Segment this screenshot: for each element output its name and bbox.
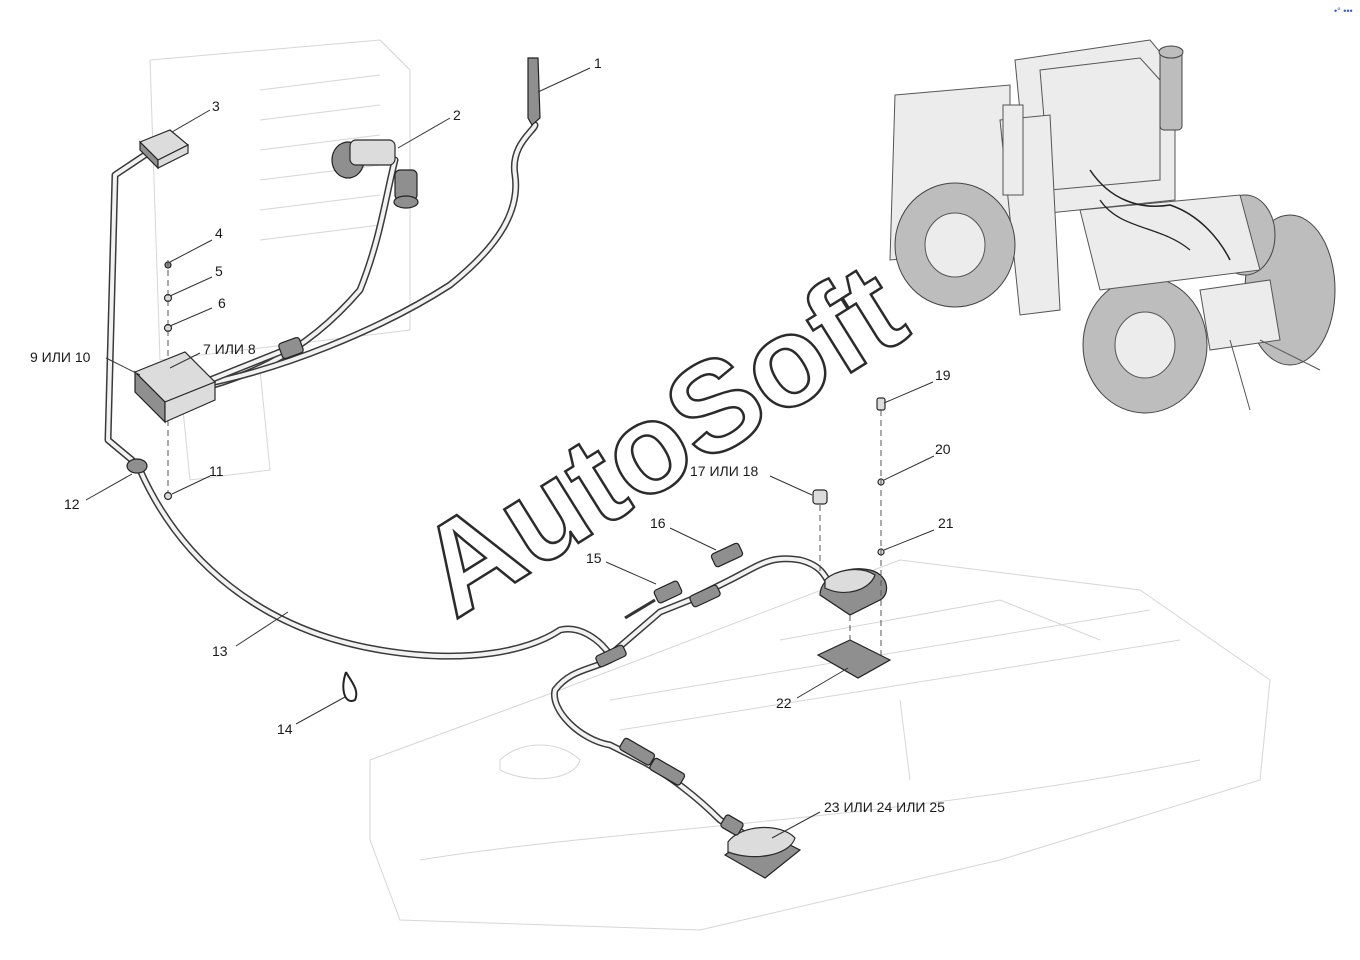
corner-mark: •° ••• bbox=[1334, 6, 1353, 16]
callout-6: 6 bbox=[218, 295, 226, 311]
callout-13: 13 bbox=[212, 643, 228, 659]
part-clamp-14 bbox=[342, 671, 358, 702]
part-control-unit-9-10 bbox=[133, 351, 217, 424]
part-connector-2 bbox=[331, 139, 419, 209]
part-sensor-upper bbox=[819, 505, 888, 616]
callout-17-18: 17 ИЛИ 18 bbox=[690, 463, 758, 479]
callout-3: 3 bbox=[212, 98, 220, 114]
callout-21: 21 bbox=[938, 515, 954, 531]
callout-7-8: 7 ИЛИ 8 bbox=[203, 341, 256, 357]
background-ghost-outlines bbox=[149, 39, 1271, 931]
part-sensor-23-24-25 bbox=[720, 814, 802, 879]
part-cap-17-18 bbox=[812, 489, 828, 505]
callout-16: 16 bbox=[650, 515, 666, 531]
part-connector-7-8 bbox=[278, 336, 304, 360]
callout-15: 15 bbox=[586, 550, 602, 566]
callout-19: 19 bbox=[935, 367, 951, 383]
part-connector-15 bbox=[624, 580, 683, 620]
part-grommet-12 bbox=[126, 458, 148, 474]
callout-12: 12 bbox=[64, 496, 80, 512]
part-module-3 bbox=[138, 129, 190, 170]
part-screws-19-20-21 bbox=[876, 397, 886, 655]
part-antenna-1 bbox=[527, 57, 541, 126]
leader-lines bbox=[85, 67, 935, 839]
callout-labels: 1 2 3 4 5 6 7 ИЛИ 8 9 ИЛИ 10 11 12 13 14… bbox=[30, 55, 954, 815]
callout-11: 11 bbox=[209, 463, 224, 479]
part-connector-16 bbox=[710, 542, 744, 568]
callout-9-10: 9 ИЛИ 10 bbox=[30, 349, 91, 365]
callout-22: 22 bbox=[776, 695, 792, 711]
callout-14: 14 bbox=[277, 721, 293, 737]
callout-23-24-25: 23 ИЛИ 24 ИЛИ 25 bbox=[824, 799, 945, 815]
callout-20: 20 bbox=[935, 441, 951, 457]
part-inline-connectors bbox=[595, 584, 721, 786]
callout-4: 4 bbox=[215, 225, 223, 241]
tractor-illustration bbox=[889, 39, 1336, 414]
callout-5: 5 bbox=[215, 263, 223, 279]
callout-1: 1 bbox=[594, 55, 602, 71]
part-pad-22 bbox=[816, 615, 892, 679]
part-washer-11 bbox=[163, 491, 173, 501]
callout-2: 2 bbox=[453, 107, 461, 123]
